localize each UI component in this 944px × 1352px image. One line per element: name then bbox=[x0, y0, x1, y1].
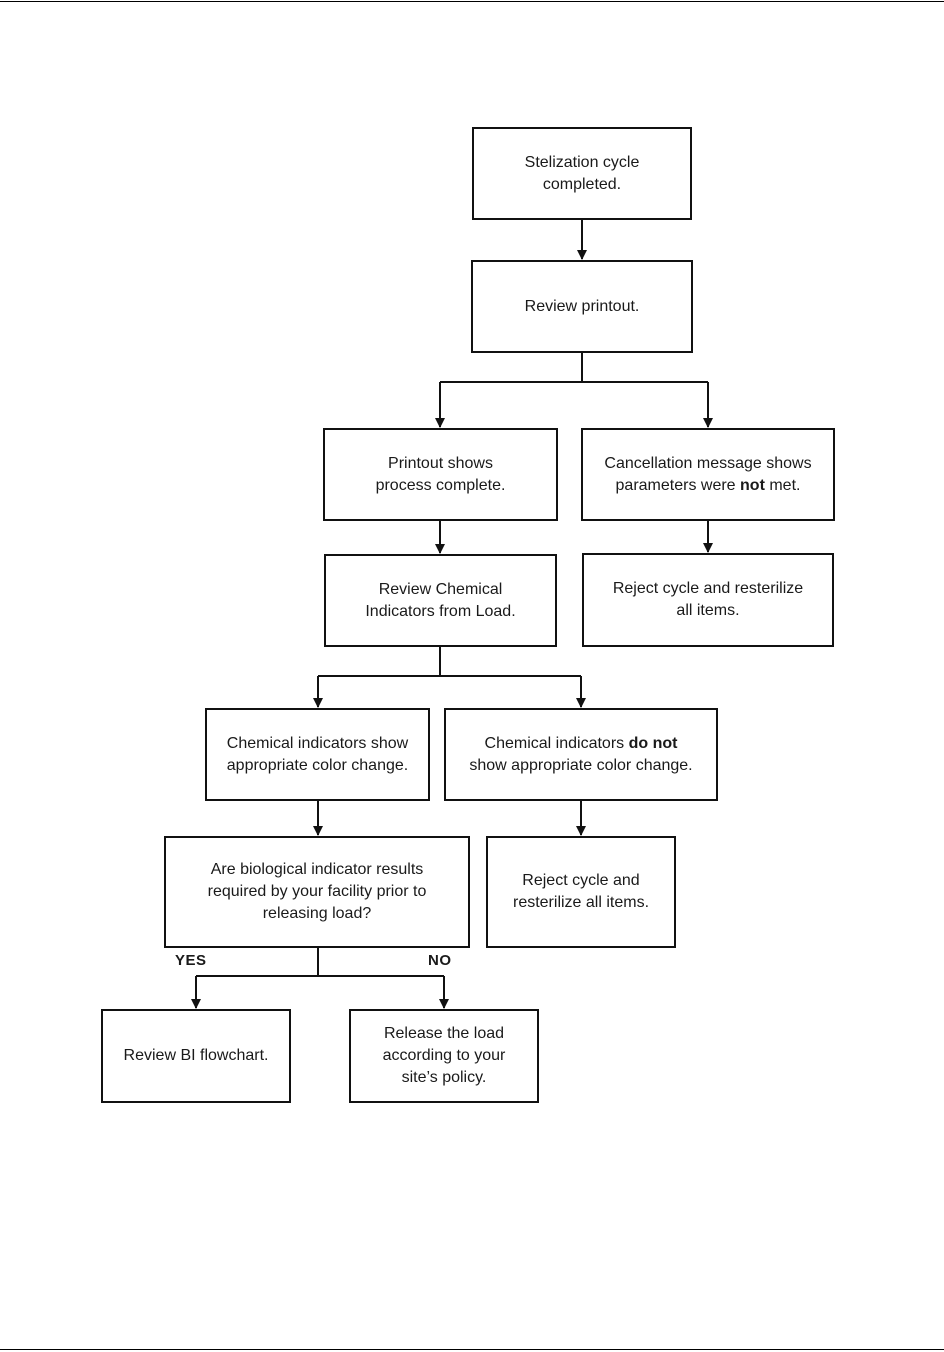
node-printout-complete-line1: Printout shows bbox=[388, 454, 493, 472]
node-cycle-completed-line2: completed. bbox=[542, 175, 622, 193]
node-review-bi-flowchart: Review BI flowchart. bbox=[101, 1009, 291, 1103]
node-reject-mid-line1: Reject cycle and bbox=[522, 872, 640, 889]
node-ci-fail-line1-pre: Chemical indicators bbox=[484, 734, 629, 752]
node-review-chemical-indicators: Review Chemical Indicators from Load. bbox=[324, 554, 557, 647]
node-reject-resterilize-mid: Reject cycle and resterilize all items. bbox=[486, 836, 676, 948]
node-ci-ok-line1: Chemical indicators show bbox=[226, 734, 409, 752]
node-ci-ok-line2: appropriate color change. bbox=[226, 756, 409, 774]
node-reject-mid-line2: resterilize all items. bbox=[512, 894, 650, 911]
branch-label-yes: YES bbox=[175, 952, 207, 969]
node-release-load-line1: Release the load bbox=[383, 1025, 505, 1042]
node-ci-color-change: Chemical indicators show appropriate col… bbox=[205, 708, 430, 801]
node-bi-required-question: Are biological indicator results require… bbox=[164, 836, 470, 948]
node-cycle-completed: Stelization cycle completed. bbox=[472, 127, 692, 220]
node-release-load: Release the load according to your site’… bbox=[349, 1009, 539, 1103]
node-cancellation-line2-bold: not bbox=[740, 476, 765, 494]
node-reject-right-line1: Reject cycle and resterilize bbox=[612, 580, 804, 597]
node-release-load-line2: according to your bbox=[382, 1047, 506, 1064]
node-reject-resterilize-right: Reject cycle and resterilize all items. bbox=[582, 553, 834, 647]
node-cancellation-line1: Cancellation message shows bbox=[604, 454, 812, 472]
top-rule bbox=[0, 1, 944, 2]
node-bi-question-line2: required by your facility prior to bbox=[207, 883, 427, 900]
node-cancellation-line2-post: met. bbox=[764, 476, 801, 494]
node-printout-complete: Printout shows process complete. bbox=[323, 428, 558, 521]
node-ci-fail-line2: show appropriate color change. bbox=[469, 756, 693, 774]
node-cycle-completed-line1: Stelization cycle bbox=[524, 153, 640, 171]
node-cancellation-line2-pre: parameters were bbox=[615, 476, 741, 494]
node-cancellation-message: Cancellation message shows parameters we… bbox=[581, 428, 835, 521]
node-printout-complete-line2: process complete. bbox=[375, 476, 506, 494]
node-ci-fail-line1-bold: do not bbox=[628, 734, 678, 752]
branch-label-no: NO bbox=[428, 952, 452, 969]
node-reject-right-line2: all items. bbox=[676, 602, 740, 619]
node-ci-no-color-change: Chemical indicators do not show appropri… bbox=[444, 708, 718, 801]
bottom-rule bbox=[0, 1349, 944, 1350]
node-review-chemical-line1: Review Chemical bbox=[378, 580, 503, 598]
node-bi-question-line3: releasing load? bbox=[262, 905, 372, 922]
node-review-printout: Review printout. bbox=[471, 260, 693, 353]
node-bi-question-line1: Are biological indicator results bbox=[210, 861, 424, 878]
node-release-load-line3: site’s policy. bbox=[401, 1069, 487, 1086]
node-review-bi-text: Review BI flowchart. bbox=[123, 1047, 269, 1064]
node-review-printout-text: Review printout. bbox=[524, 297, 640, 315]
node-review-chemical-line2: Indicators from Load. bbox=[365, 602, 516, 620]
